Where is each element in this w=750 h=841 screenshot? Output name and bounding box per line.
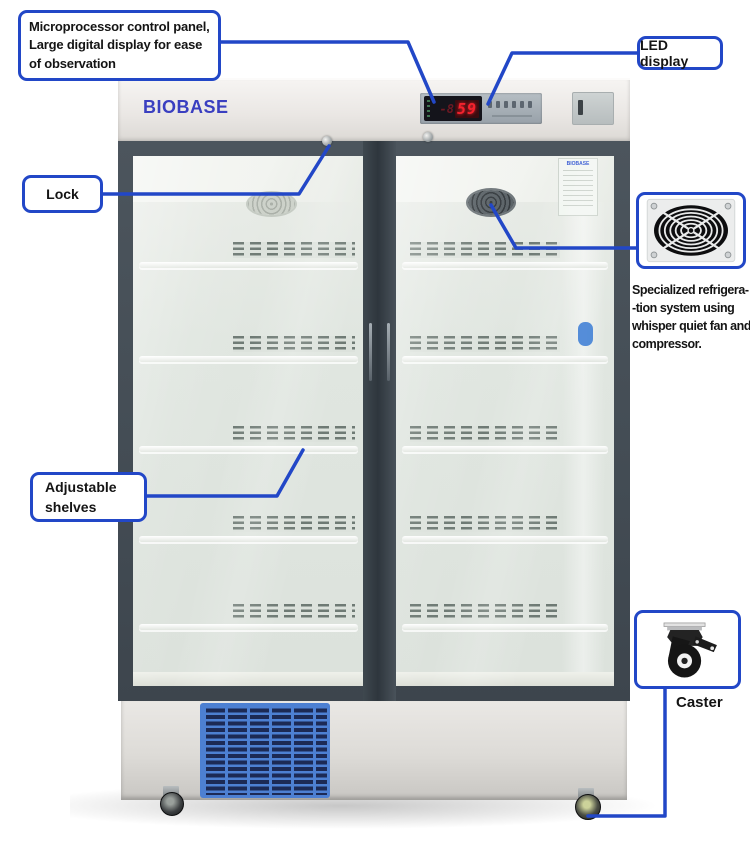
refrigeration-line4: compressor. [632,337,702,352]
led-display: -8 59 [424,96,482,121]
keyhole-panel [572,92,614,125]
vent-row [410,516,560,532]
shelf [402,446,608,452]
shelf [139,624,358,630]
control-button-labels [492,115,532,117]
caster-wheel-left [160,792,184,816]
vent-row [410,604,560,620]
interior-ceiling [133,156,364,202]
shelf [139,262,358,268]
led-digits: 59 [454,99,479,118]
fan-grille-icon [646,198,736,263]
interior-floor [133,672,364,686]
door-sticker-brand: BIOBASE [566,161,590,167]
callout-lock: Lock [22,175,103,213]
shelf [402,536,608,542]
compressor-grille [200,703,330,798]
callout-microprocessor-line1: Microprocessor control panel, [29,19,210,34]
interior-floor [396,672,614,686]
callout-shelves-line2: shelves [45,499,97,515]
shelf [402,262,608,268]
caster-wheel-right [575,794,601,820]
refrigeration-line3: whisper quiet fan and [632,319,750,334]
callout-led-display-label: LED display [640,37,689,69]
led-digits-dim: -8 [439,101,454,116]
door-lock-left [322,136,332,146]
callout-adjustable-shelves: Adjustable shelves [30,472,147,522]
fridge-base [121,701,627,800]
interior-fan-right [468,190,514,215]
door-handle-right [387,323,390,381]
vent-row [410,242,560,258]
callout-microprocessor-line3: of observation [29,55,116,71]
shelf [139,356,358,362]
caster-bracket-right [578,788,594,798]
door-lock-right [423,132,433,142]
callout-caster-label: Caster [676,694,723,711]
vent-row [233,426,355,442]
caster-bracket-left [163,786,179,796]
callout-refrigeration-image [636,192,746,269]
shelf [139,446,358,452]
callout-caster-image [634,610,741,689]
caster-wheel-icon [663,622,717,678]
vent-row [233,336,355,352]
control-buttons [488,101,538,111]
door-handle-left [369,323,372,381]
callout-lock-label: Lock [46,186,79,202]
vent-row [410,336,560,352]
shelf [139,536,358,542]
refrigeration-line1: Specialized refrigera- [632,283,749,297]
center-mullion [363,141,396,701]
shelf [402,624,608,630]
vent-row [233,516,355,532]
vent-row [233,242,355,258]
shelf [402,356,608,362]
biobase-logo: BIOBASE [143,97,229,117]
door-sticker: BIOBASE [558,158,598,216]
vent-row [410,426,560,442]
refrigeration-line2: -tion system using [632,301,735,316]
callout-shelves-line1: Adjustable [45,478,117,495]
callout-led-display: LED display [637,36,723,70]
led-indicator-lights [427,100,430,117]
temperature-probe [578,322,593,346]
left-door-glass [133,156,364,686]
callout-refrigeration-text: Specialized refrigera- -tion system usin… [632,281,750,354]
caster-label-text: Caster [676,694,723,711]
vent-row [233,604,355,620]
right-door-glass: BIOBASE [396,156,614,686]
callout-microprocessor-line2: Large digital display for ease [29,37,203,53]
keyhole-icon [578,100,583,115]
interior-fan-left [248,193,295,215]
callout-microprocessor: Microprocessor control panel, Large digi… [18,10,221,82]
